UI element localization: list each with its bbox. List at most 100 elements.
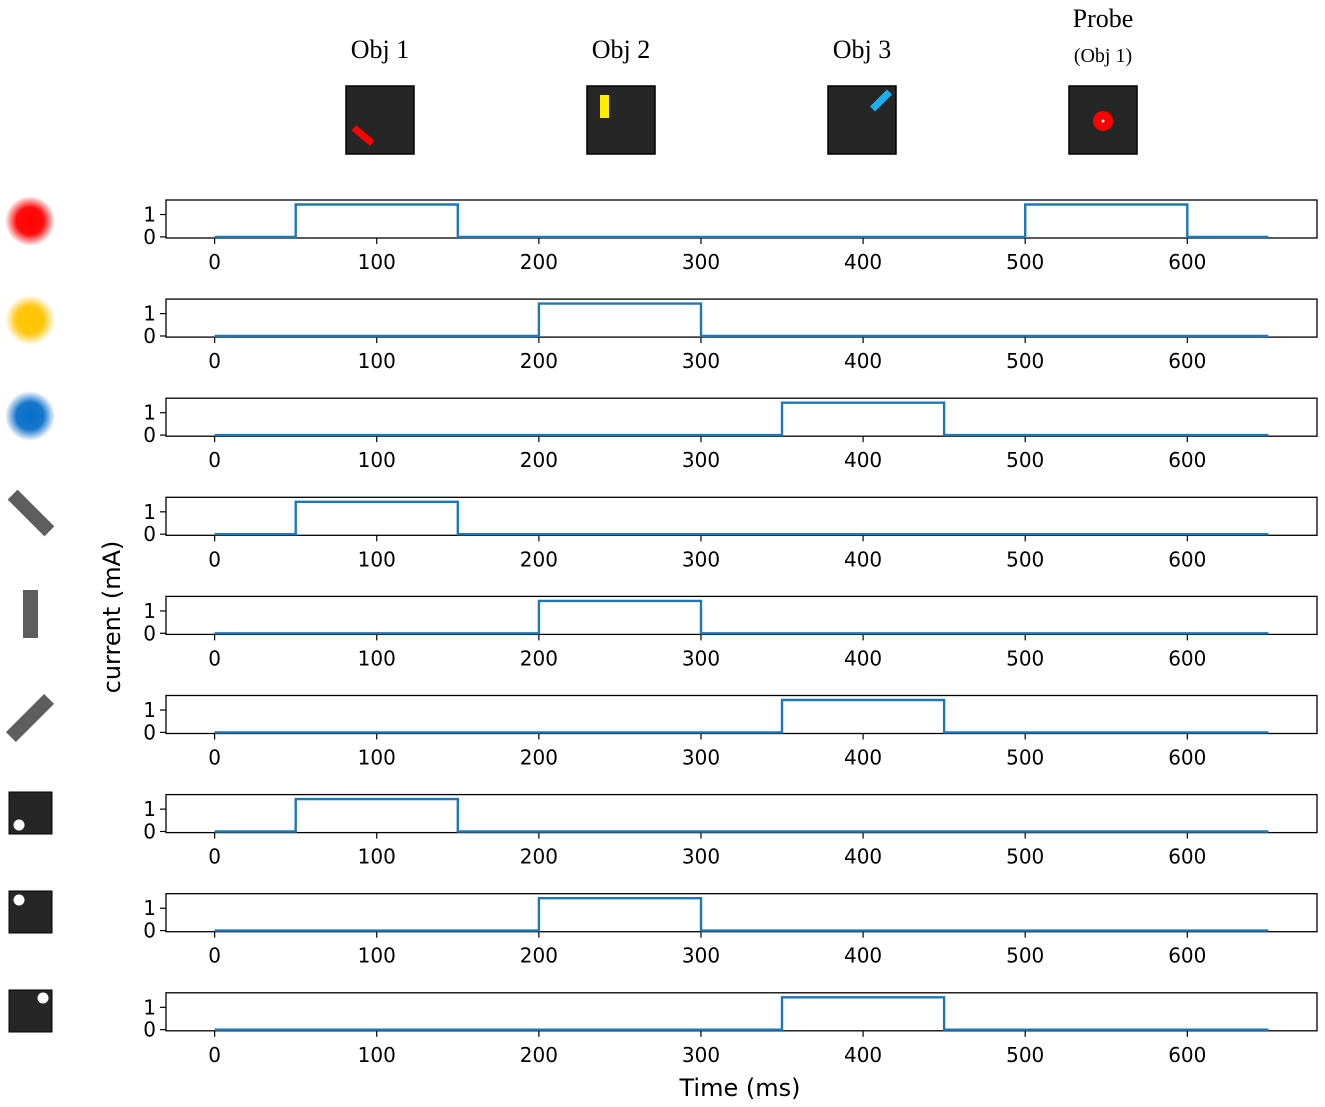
blue-color-blob-icon [5,391,55,441]
current-series-line [214,401,1269,437]
x-tick-label: 0 [208,746,221,770]
y-tick-label: 1 [143,896,156,920]
y-tick-label: 1 [143,599,156,623]
vertical-bar-icon [23,590,38,638]
probe-sublabel: (Obj 1) [1074,45,1132,67]
x-tick-label: 400 [844,1043,882,1067]
current-series-line [214,599,1269,635]
x-tick-label: 100 [358,250,396,274]
current-series-line [214,698,1269,734]
location-top-left-icon [8,890,53,934]
x-tick-label: 500 [1006,448,1044,472]
y-tick-label: 1 [143,500,156,524]
y-tick-label: 0 [143,621,156,645]
x-tick-label: 0 [208,547,221,571]
blue-bar-diagonal-top-right-icon [870,89,892,112]
y-tick-label: 0 [143,819,156,843]
y-tick-label: 0 [143,423,156,447]
x-tick-label: 400 [844,448,882,472]
x-tick-label: 600 [1168,746,1206,770]
panel-frame [165,397,1318,437]
x-tick-label: 100 [358,944,396,968]
x-tick-label: 100 [358,646,396,670]
panel-frame [165,992,1318,1032]
current-series-line [214,302,1269,338]
yellow-bar-vertical-top-left-icon [600,95,609,118]
current-series-line [214,500,1269,536]
x-tick-label: 400 [844,646,882,670]
x-tick-label: 0 [208,944,221,968]
y-tick-label: 1 [143,698,156,722]
red-bar-diagonal-bottom-left-icon [351,125,375,146]
x-tick-label: 500 [1006,1043,1044,1067]
obj-1-label: Obj 1 [351,35,410,64]
diagonal-up-bar-icon [5,693,55,743]
x-tick-label: 300 [682,944,720,968]
location-bottom-left-icon [8,791,53,835]
x-tick-label: 300 [682,1043,720,1067]
x-tick-label: 600 [1168,1043,1206,1067]
obj-3-stimulus [827,85,897,155]
probe-label: Probe [1073,4,1134,33]
x-tick-label: 300 [682,349,720,373]
diagonal-down-bar-icon [7,489,55,537]
y-tick-label: 0 [143,720,156,744]
y-tick-label: 1 [143,797,156,821]
x-tick-label: 100 [358,1043,396,1067]
x-tick-label: 200 [520,250,558,274]
x-tick-label: 100 [358,547,396,571]
x-tick-label: 500 [1006,944,1044,968]
current-series-line [214,203,1269,239]
y-axis-label: current (mA) [98,541,126,694]
x-tick-label: 300 [682,746,720,770]
x-tick-label: 200 [520,1043,558,1067]
x-tick-label: 100 [358,845,396,869]
x-tick-label: 0 [208,250,221,274]
panel-frame [165,694,1318,735]
red-color-blob-icon [5,196,55,246]
x-tick-label: 400 [844,845,882,869]
x-tick-label: 200 [520,845,558,869]
obj-2-stimulus [586,85,656,155]
x-tick-label: 300 [682,250,720,274]
y-tick-label: 0 [143,919,156,943]
x-tick-label: 600 [1168,349,1206,373]
x-tick-label: 400 [844,250,882,274]
obj-2-label: Obj 2 [592,35,651,64]
row-icons [5,196,55,1033]
x-tick-label: 100 [358,349,396,373]
x-tick-label: 300 [682,448,720,472]
x-tick-label: 0 [208,646,221,670]
y-tick-label: 0 [143,225,156,249]
current-series-line [214,797,1269,833]
y-tick-label: 1 [143,203,156,227]
obj-1-stimulus [345,85,415,155]
y-tick-label: 1 [143,401,156,425]
x-tick-label: 200 [520,646,558,670]
x-tick-label: 400 [844,547,882,571]
x-tick-label: 200 [520,448,558,472]
x-tick-label: 500 [1006,349,1044,373]
x-tick-label: 600 [1168,845,1206,869]
x-tick-label: 600 [1168,547,1206,571]
x-tick-label: 0 [208,448,221,472]
x-tick-label: 400 [844,746,882,770]
x-tick-label: 200 [520,547,558,571]
x-tick-label: 300 [682,646,720,670]
location-top-right-icon [8,989,53,1033]
y-tick-label: 1 [143,302,156,326]
panel-frame [165,595,1318,636]
x-tick-label: 500 [1006,547,1044,571]
stimulus-header: Obj 1 Obj 2 Obj 3 Probe (Obj 1) [345,4,1138,155]
current-series-line [214,897,1269,932]
x-axis-label: Time (ms) [679,1074,801,1102]
